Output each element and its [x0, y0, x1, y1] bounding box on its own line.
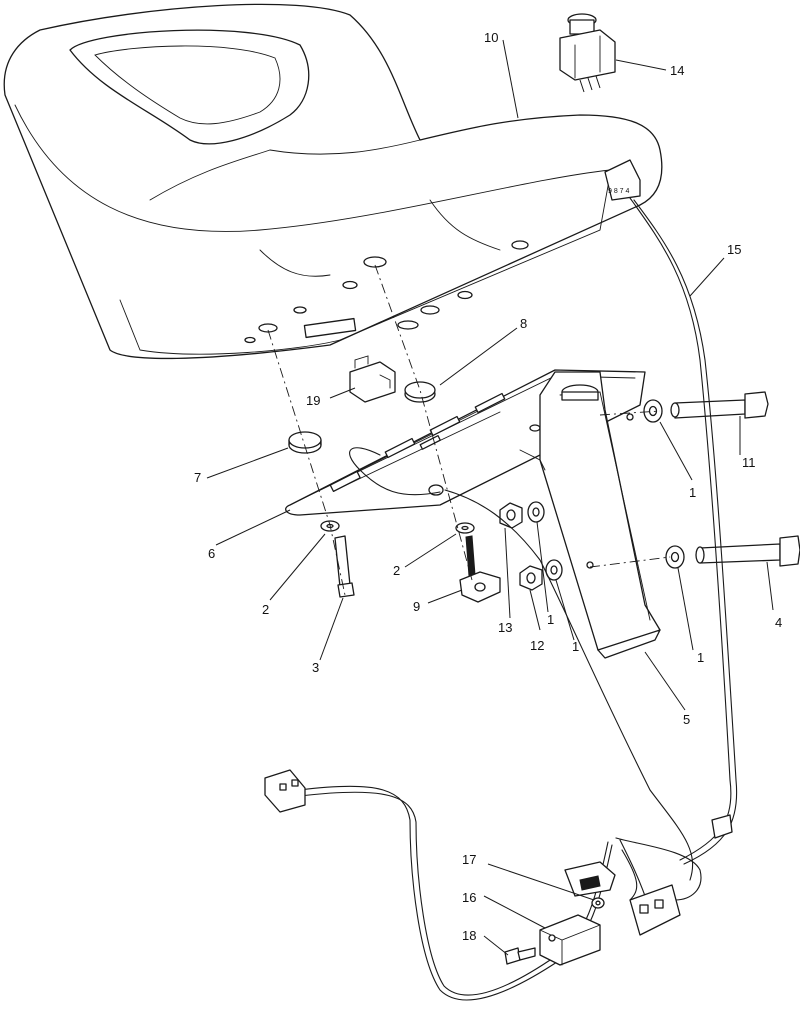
callout-1a: 1	[547, 612, 554, 627]
seat	[3, 3, 663, 360]
seat-connector: 9 8 7 4	[604, 159, 641, 201]
callout-1d: 1	[697, 650, 704, 665]
callout-17: 17	[462, 852, 476, 867]
seat-switch	[349, 355, 396, 403]
center-lines	[267, 264, 671, 596]
callout-13: 13	[498, 620, 512, 635]
callout-labels: 10 14 15 8 19 7 6 2 3 2 9 13 12 1 1 1 11…	[194, 30, 782, 943]
bolt-11	[670, 391, 769, 419]
washers	[527, 399, 685, 581]
relay	[539, 914, 601, 966]
callout-1c: 1	[689, 485, 696, 500]
adjustment-knob	[459, 535, 501, 603]
nut-17	[591, 897, 605, 909]
spacers	[288, 381, 436, 454]
callout-2a: 2	[262, 602, 269, 617]
bolt-3	[334, 535, 355, 598]
callout-16: 16	[462, 890, 476, 905]
callout-15: 15	[727, 242, 741, 257]
callout-5: 5	[683, 712, 690, 727]
leader-lines	[206, 39, 774, 956]
screw-18	[504, 947, 536, 965]
nuts	[499, 502, 543, 591]
callout-4: 4	[775, 615, 782, 630]
svg-text:9 8 7 4: 9 8 7 4	[608, 188, 630, 195]
seat-bracket	[519, 371, 661, 659]
bolt-4	[695, 535, 800, 567]
callout-9: 9	[413, 599, 420, 614]
callout-6: 6	[208, 546, 215, 561]
callout-18: 18	[462, 928, 476, 943]
callout-19: 19	[306, 393, 320, 408]
callout-12: 12	[530, 638, 544, 653]
flat-washers	[320, 520, 475, 534]
callout-3: 3	[312, 660, 319, 675]
callout-7: 7	[194, 470, 201, 485]
callout-2b: 2	[393, 563, 400, 578]
callout-14: 14	[670, 63, 684, 78]
callout-8: 8	[520, 316, 527, 331]
callout-10: 10	[484, 30, 498, 45]
callout-11: 11	[742, 455, 756, 470]
callout-1b: 1	[572, 639, 579, 654]
plunger-switch	[559, 13, 616, 93]
harness-connectors	[264, 769, 733, 936]
